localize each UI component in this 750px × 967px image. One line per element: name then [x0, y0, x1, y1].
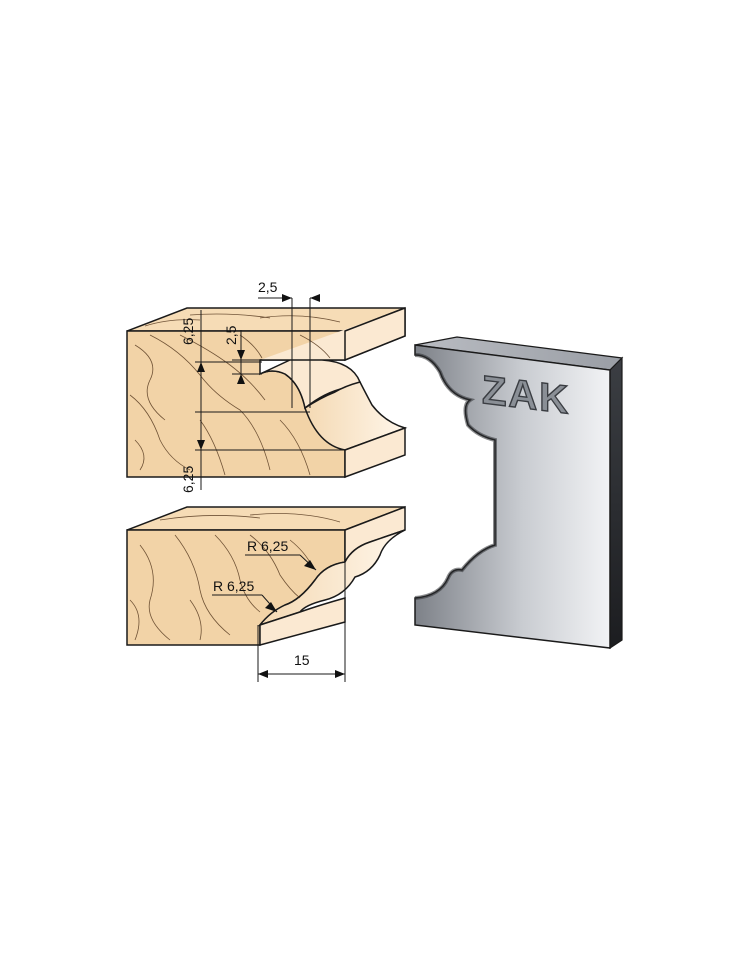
dimension-arrows	[197, 294, 345, 678]
dim-left-upper: 6,25	[180, 318, 196, 345]
dim-top-width: 2,5	[258, 279, 278, 295]
upper-block-lower-end	[344, 426, 406, 479]
dim-radius-upper: R 6,25	[247, 538, 288, 554]
dim-left-lower: 6,25	[180, 466, 196, 493]
dim-top-depth: 2,5	[223, 325, 239, 345]
lower-wood-block	[126, 505, 406, 646]
upper-block-top-tongue	[344, 306, 406, 362]
knife-profile-bevel	[414, 353, 497, 600]
dim-bottom-width: 15	[294, 652, 310, 668]
lower-profile-ogee	[257, 529, 406, 627]
upper-wood-block	[126, 306, 408, 479]
dim-radius-lower: R 6,25	[213, 578, 254, 594]
knife-side-edge	[609, 356, 623, 650]
profile-knife: ZAK	[414, 336, 624, 650]
lower-wood-grain	[129, 513, 341, 641]
knife-logo: ZAK	[482, 367, 570, 423]
upper-wood-grain	[129, 313, 341, 476]
upper-profile-cove	[304, 381, 408, 451]
